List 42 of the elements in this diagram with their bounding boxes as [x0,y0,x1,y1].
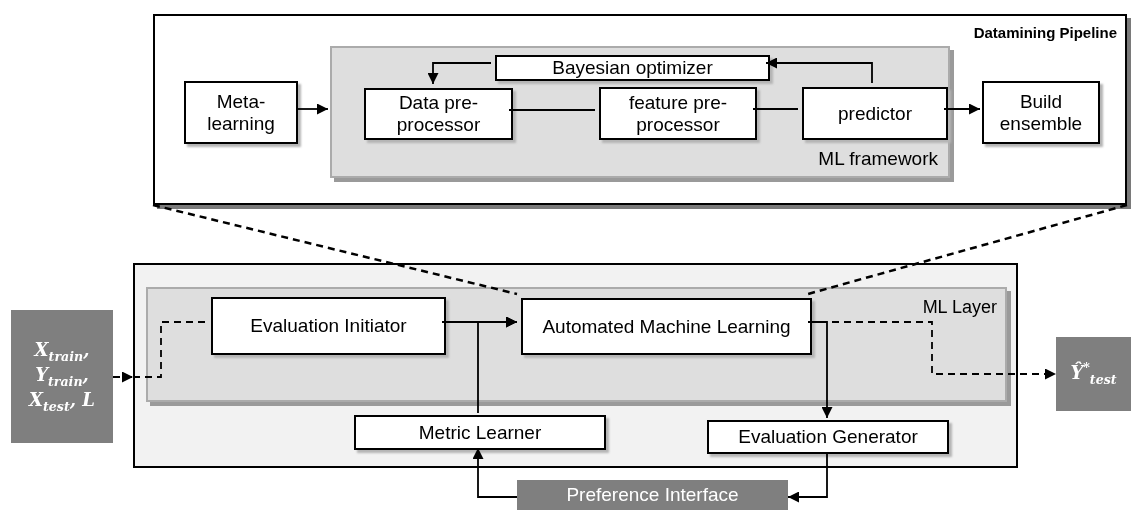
box-label: Bayesian optimizer [551,57,714,79]
arrow [427,62,492,85]
empty-box [133,263,1018,468]
data-box [11,310,113,443]
arrow [472,447,518,498]
process-box [599,87,757,140]
group-title: ML framework [818,148,938,170]
process-box [364,88,513,140]
box-label: predictor [837,102,913,125]
connector-line [508,109,596,111]
process-box [495,55,770,81]
process-box [184,81,298,144]
box-label: Metric Learner [417,421,543,444]
arrow [943,103,981,115]
box-label: Preference Interface [565,484,740,506]
zoom-line [807,203,1128,296]
process-box [521,298,812,355]
group-title: ML Layer [922,297,997,318]
box-label: Automated Machine Learning [541,315,792,338]
arrow [477,316,518,414]
zoom-line [132,321,208,378]
process-box [354,415,606,450]
process-box [211,297,446,355]
group-title: Datamining Pipeline [973,24,1117,41]
zoom-line [152,203,518,296]
process-box [707,420,949,454]
process-box [802,87,948,140]
process-box [982,81,1100,144]
arrow [112,371,134,383]
data-box [1056,337,1131,411]
box-label: feature pre-processor [627,91,729,136]
box-label: Evaluation Initiator [249,315,408,337]
box-label: X$_{train}$, Y$_{train}$, X$_{test}$, L [29,338,95,415]
arrow [787,451,828,503]
arrow [295,103,329,115]
box-label: Meta-learning [206,90,276,135]
box-label: Build ensemble [998,90,1084,135]
box-label: Data pre-processor [395,92,482,136]
connector-line [752,108,799,110]
arrow [765,57,873,84]
data-box [517,480,788,510]
box-label: Evaluation Generator [737,426,919,448]
